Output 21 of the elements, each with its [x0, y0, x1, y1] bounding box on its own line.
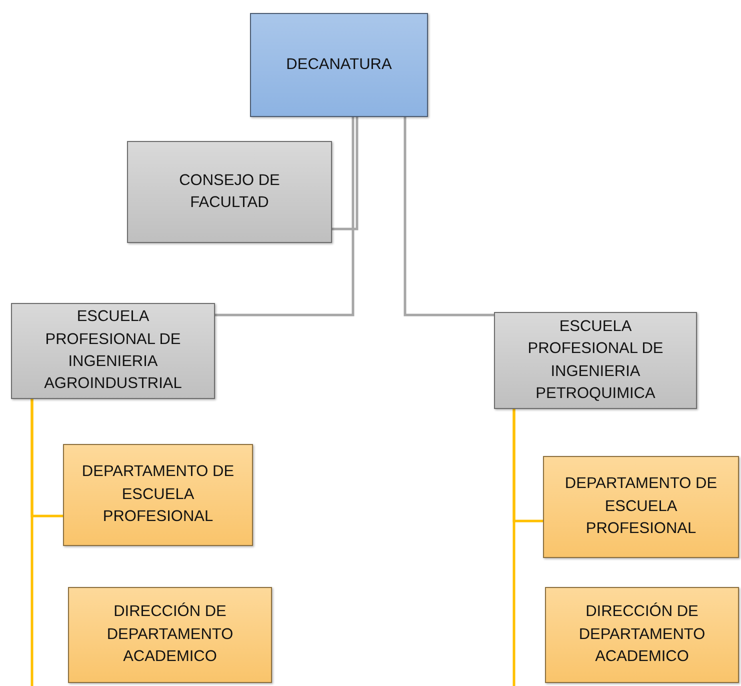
department-box: [63, 444, 253, 546]
connector-line: [30, 399, 34, 686]
connector-line: [332, 117, 358, 230]
box-label: DIRECCIÓN DE DEPARTAMENTO ACADEMICO: [578, 602, 706, 668]
connector-line: [404, 117, 494, 316]
box-label: CONSEJO DE FACULTAD: [178, 170, 281, 213]
box-label: ESCUELA PROFESIONAL DE INGENIERIA AGROINDUSTRIAL: [43, 307, 183, 394]
box-label: DEPARTAMENTO DE ESCUELA PROFESIONAL: [80, 462, 236, 528]
department-box: [543, 456, 739, 558]
unit-box: [494, 312, 697, 409]
department-box: [545, 587, 739, 683]
unit-box: [127, 141, 332, 243]
unit-box: [11, 303, 215, 399]
box-label: DIRECCIÓN DE DEPARTAMENTO ACADEMICO: [106, 602, 234, 668]
connector-line: [215, 117, 354, 316]
department-box: [68, 587, 272, 683]
connector-line: [512, 409, 516, 686]
box-label: ESCUELA PROFESIONAL DE INGENIERIA PETROQUIMICA: [526, 316, 664, 404]
box-label: DEPARTAMENTO DE ESCUELA PROFESIONAL: [564, 474, 718, 540]
box-label: DECANATURA: [286, 54, 392, 75]
dean-box: [250, 13, 428, 117]
